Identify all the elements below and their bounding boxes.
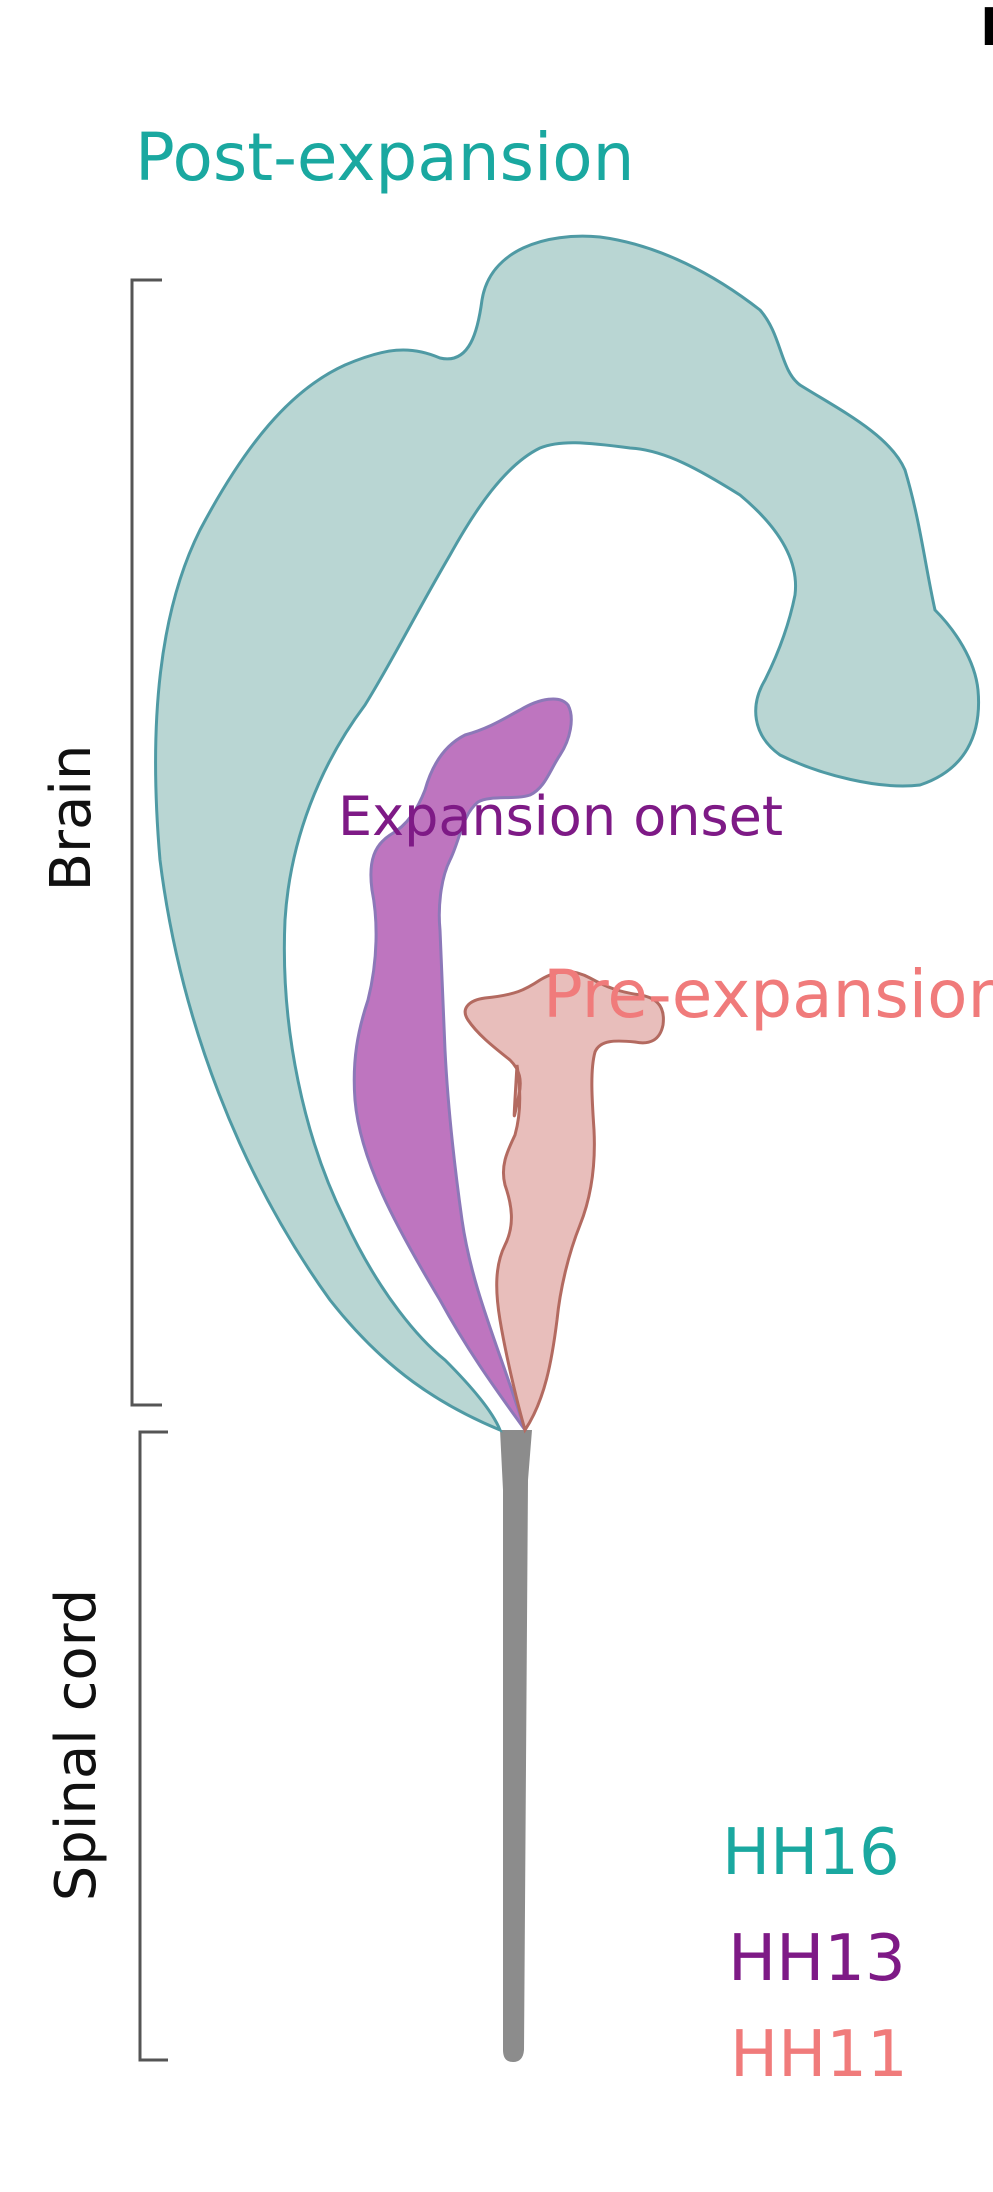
legend-hh16: HH16 — [722, 1816, 900, 1890]
pre-expansion-shape — [463, 970, 665, 1434]
brain-bracket — [130, 278, 162, 1407]
spinal-cord-bracket — [138, 1430, 168, 2062]
expansion-onset-title: Expansion onset — [338, 785, 783, 848]
post-expansion-shape — [154, 234, 981, 1433]
legend-hh13: HH13 — [728, 1922, 906, 1996]
legend-hh11: HH11 — [730, 2018, 908, 2092]
post-expansion-title: Post-expansion — [135, 119, 635, 196]
pre-expansion-title: Pre-expansion — [543, 956, 993, 1033]
panel-letter: E — [980, 0, 993, 58]
spinal-cord-shape — [500, 1430, 532, 2062]
spinal-cord-label: Spinal cord — [44, 1589, 109, 1901]
expansion-onset-shape — [352, 697, 573, 1431]
brain-label: Brain — [39, 745, 104, 892]
